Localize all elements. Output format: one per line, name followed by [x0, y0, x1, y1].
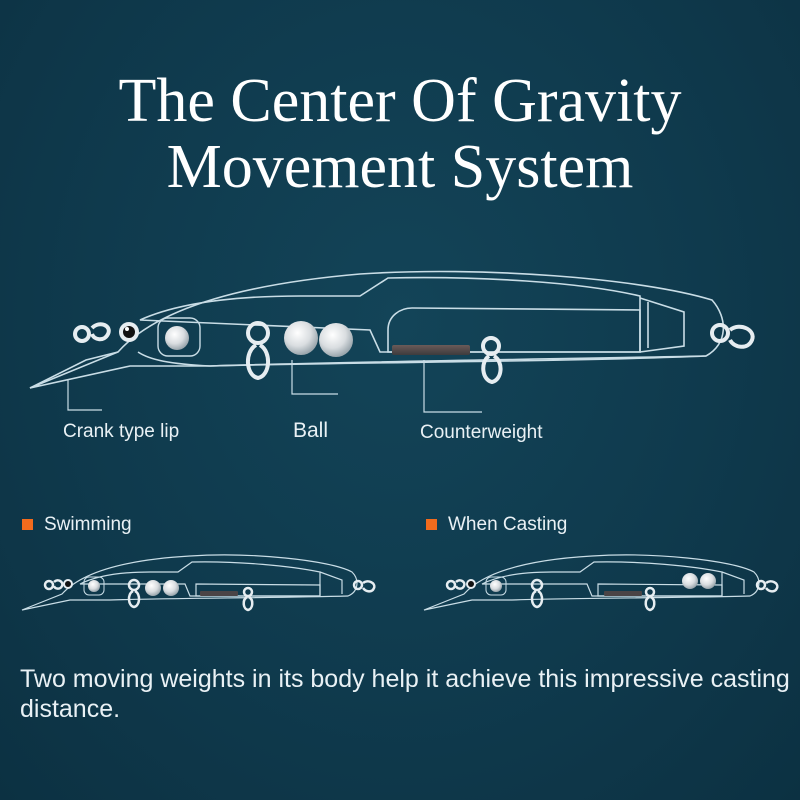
title-line-1: The Center Of Gravity [118, 67, 682, 135]
title-line-2: Movement System [166, 133, 634, 201]
counterweight-bar [392, 345, 470, 355]
orange-square-icon [426, 519, 437, 530]
caption-text: Two moving weights in its body help it a… [20, 665, 790, 723]
callout-ball: Ball [293, 419, 329, 442]
swimming-lure-diagram [21, 554, 376, 612]
orange-square-icon [22, 519, 33, 530]
split-ring-icon [73, 322, 111, 343]
state-casting-label: When Casting [448, 514, 568, 535]
belly-hanger-1 [246, 321, 270, 381]
callout-crank-lip: Crank type lip [63, 421, 180, 442]
weight-ball-icon [284, 321, 353, 357]
lure-body-outline [29, 270, 725, 389]
callout-lines [67, 360, 482, 413]
state-swimming-label: Swimming [44, 514, 132, 535]
lure-eye-icon [119, 322, 139, 342]
casting-lure-diagram [423, 554, 779, 612]
head-weight-ball [157, 317, 201, 357]
callout-counterweight: Counterweight [420, 422, 543, 443]
tail-ring-icon [710, 323, 755, 349]
belly-hanger-2 [481, 336, 503, 385]
